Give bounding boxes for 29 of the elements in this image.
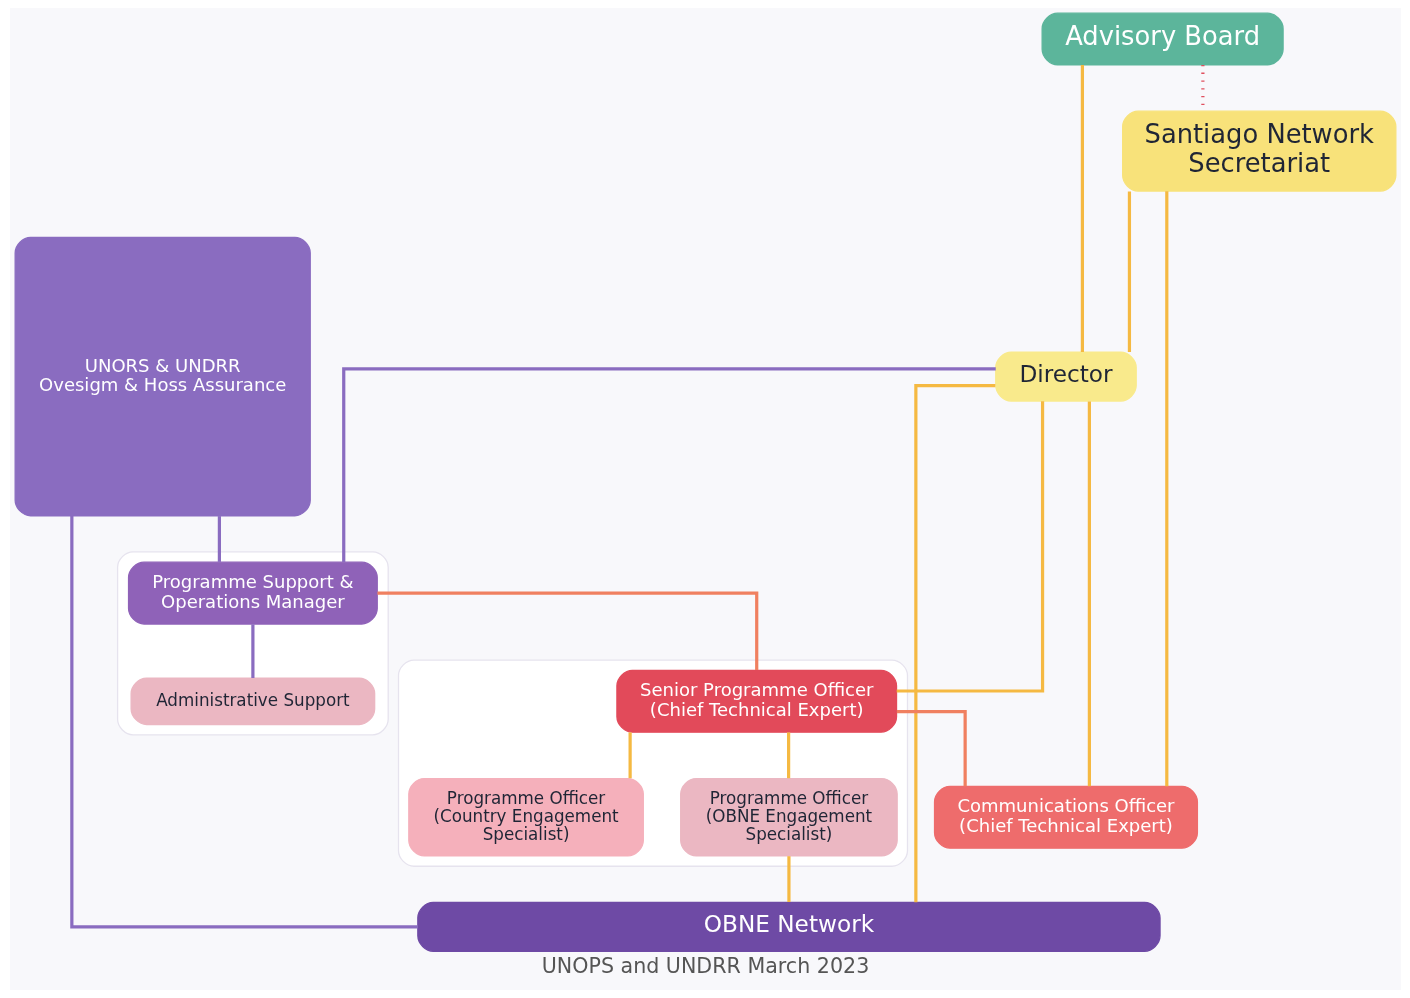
node-box: Programme Officer (OBNE Engagement Specialist) [679,777,898,857]
cluster [116,551,389,736]
node-box: Senior Programme Officer (Chief Technical Expert) [615,669,897,733]
cluster [397,659,908,867]
connector [786,732,790,779]
connector [1087,401,1091,787]
connector [896,710,967,787]
connector [1164,191,1168,787]
connector [1080,64,1084,352]
node-box: Administrative Support [129,677,375,726]
node-box: Programme Officer (Country Engagement Specialist) [407,777,644,857]
node-box: Communications Officer (Chief Technical Expert) [933,785,1198,849]
connector [250,624,254,678]
connector [1127,191,1131,352]
node-box: Programme Support & Operations Manager [127,561,378,625]
connector [217,516,221,562]
caption: UNOPS and UNDRR March 2023 [541,953,869,978]
connector [69,515,418,929]
node-box: UNORS & UNDRR Ovesigm & Hoss Assurance [14,236,311,517]
connector [913,384,995,903]
node-box: OBNE Network [416,901,1161,952]
connector [786,856,791,902]
connector [376,591,758,670]
connector [628,732,632,779]
node-box: Advisory Board [1041,12,1284,66]
node-box: Santiago Network Secretariat [1121,110,1396,192]
node-box: Director [994,351,1137,402]
connector [341,367,996,562]
connector [896,401,1044,693]
